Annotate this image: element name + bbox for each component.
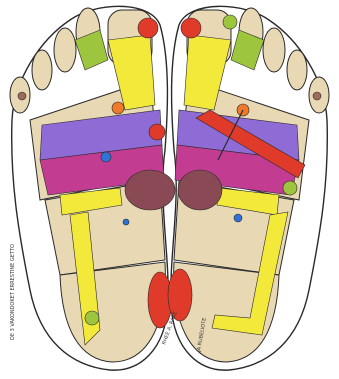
right-zone-green-dot bbox=[283, 181, 297, 195]
left-toe-3 bbox=[54, 28, 76, 72]
right-zone-red-top bbox=[181, 18, 201, 38]
left-zone-orange-dot bbox=[112, 102, 124, 114]
left-zone-blue-dot-2 bbox=[123, 219, 129, 225]
left-foot bbox=[10, 6, 175, 370]
left-toe-2 bbox=[32, 50, 52, 90]
left-zone-red-mid bbox=[149, 124, 165, 140]
left-zone-red-top bbox=[138, 18, 158, 38]
left-zone-blue-dot bbox=[101, 152, 111, 162]
left-zone-green-dot bbox=[85, 311, 99, 325]
right-zone-green-dot-2 bbox=[223, 15, 237, 29]
left-margin-annotation: DE 3 VAKONDOKET ERRESTINE GETTO bbox=[10, 244, 16, 340]
left-zone-maroon bbox=[125, 170, 175, 210]
right-zone-blue-dot bbox=[234, 214, 242, 222]
right-zone-brown-dot bbox=[313, 92, 321, 100]
right-zone-maroon bbox=[178, 170, 222, 210]
right-toe-3 bbox=[263, 28, 285, 72]
left-zone-brown-dot bbox=[18, 92, 26, 100]
right-foot bbox=[168, 6, 329, 370]
right-toe-2 bbox=[287, 50, 307, 90]
